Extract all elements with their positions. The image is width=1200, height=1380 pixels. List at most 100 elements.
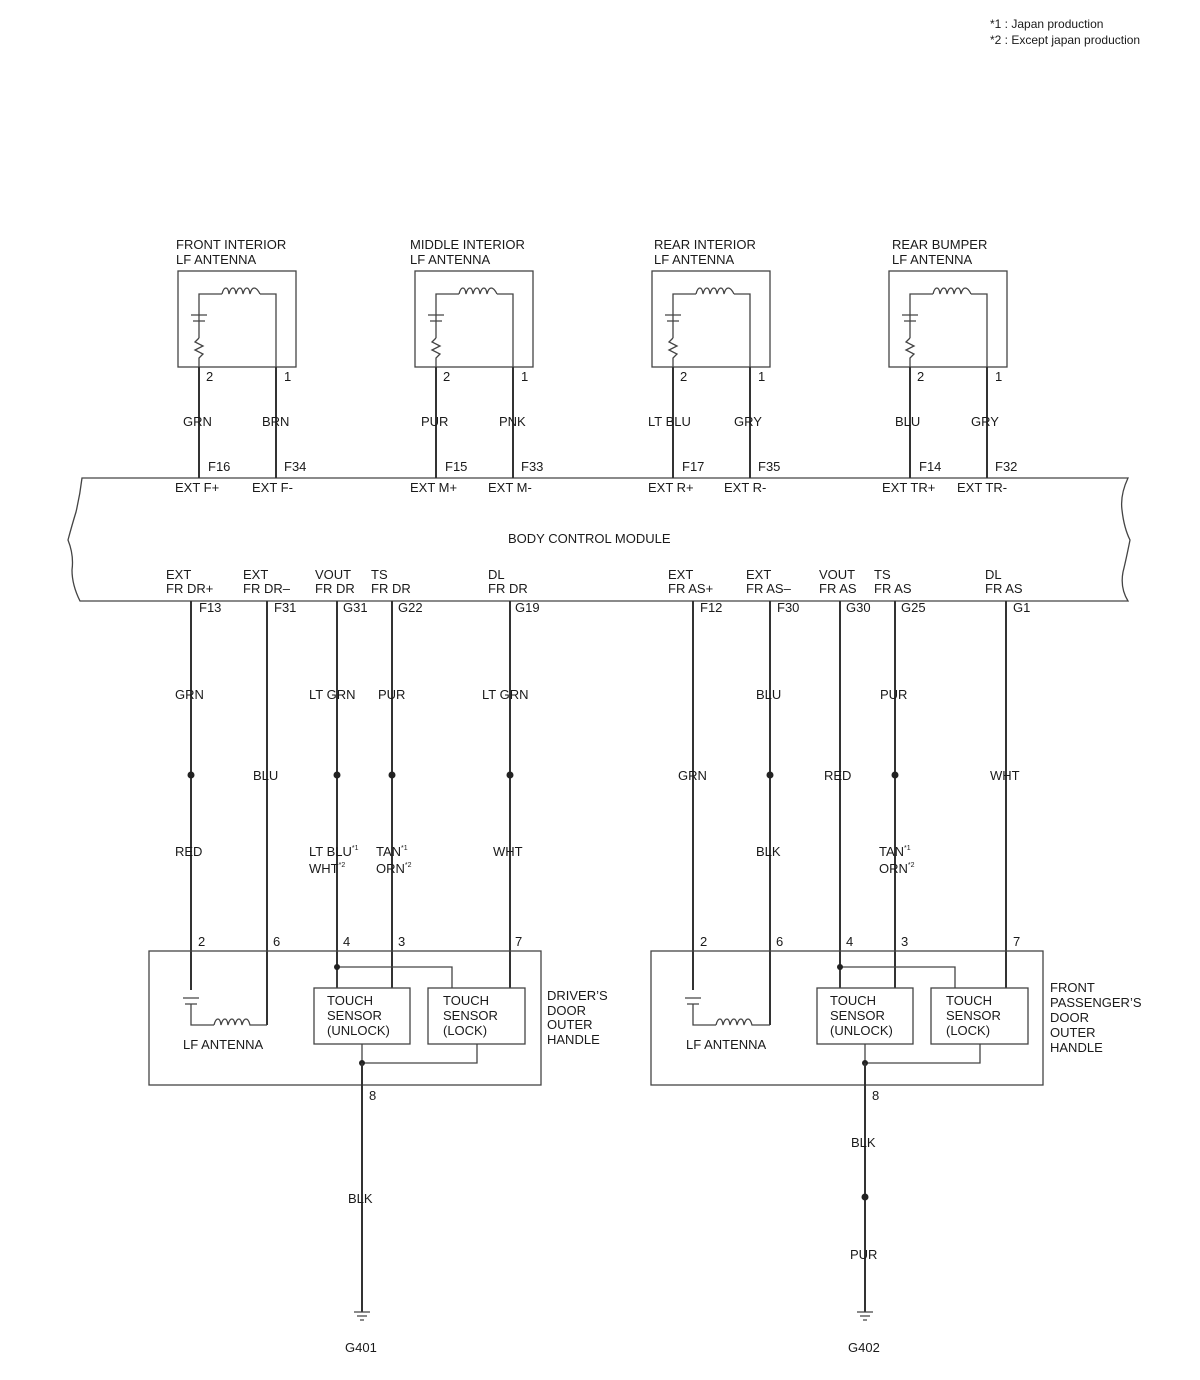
handle-title: HANDLE: [1050, 1040, 1103, 1055]
handle-title: OUTER: [547, 1017, 593, 1032]
ground-label: G401: [345, 1340, 377, 1355]
wire-color-label: WHT: [990, 768, 1020, 783]
handle-antenna-label: LF ANTENNA: [183, 1037, 264, 1052]
pin-label: 6: [273, 934, 280, 949]
wire-color-label: GRN: [175, 687, 204, 702]
pin-label: 4: [343, 934, 350, 949]
driver-door-circuit: EXT FR DR+ EXT FR DR– VOUT FR DR TS FR D…: [148, 567, 608, 1355]
resistor-icon: [904, 337, 916, 367]
capacitor-icon: [665, 314, 681, 322]
terminal-label: FR AS: [985, 581, 1023, 596]
terminal-label: FR DR: [315, 581, 355, 596]
sensor-label: SENSOR: [946, 1008, 1001, 1023]
connector-label: F32: [995, 459, 1017, 474]
connector-label: F34: [284, 459, 306, 474]
wire-color-label: LT BLU*1: [309, 844, 359, 859]
antenna-box: [888, 270, 1008, 368]
capacitor-icon: [191, 314, 207, 322]
production-notes: *1 : Japan production *2 : Except japan …: [990, 17, 1140, 47]
rear-interior-antenna: REAR INTERIOR LF ANTENNA 2 1 LT BLU GRY …: [648, 237, 780, 495]
touch-sensor-unlock: [816, 987, 914, 1045]
bcm-outline: [67, 477, 1131, 602]
wire-color-label: GRN: [183, 414, 212, 429]
antenna-box: [177, 270, 297, 368]
pin-label: 1: [521, 369, 528, 384]
sensor-label: TOUCH: [327, 993, 373, 1008]
terminal-label: FR AS: [874, 581, 912, 596]
bcm-title: BODY CONTROL MODULE: [508, 531, 671, 546]
coil-icon: [932, 287, 972, 295]
wire-color-label: BLK: [851, 1135, 876, 1150]
wire-color-label: PNK: [499, 414, 526, 429]
note-except-japan: *2 : Except japan production: [990, 33, 1140, 47]
wire-color-label: GRY: [734, 414, 762, 429]
connector-label: F12: [700, 600, 722, 615]
terminal-label: FR DR+: [166, 581, 213, 596]
handle-title: DOOR: [1050, 1010, 1089, 1025]
resistor-icon: [193, 337, 205, 367]
wire-color-label: RED: [175, 844, 202, 859]
rear-bumper-antenna: REAR BUMPER LF ANTENNA 2 1 BLU GRY F14 F…: [882, 237, 1017, 495]
connector-label: G25: [901, 600, 926, 615]
coil-icon: [695, 287, 735, 295]
junction-dot: [837, 964, 843, 970]
terminal-label: TS: [874, 567, 891, 582]
wire-color-label: LT GRN: [309, 687, 355, 702]
antenna-title: MIDDLE INTERIOR: [410, 237, 525, 252]
ground-icon: [857, 1311, 873, 1321]
antenna-title: REAR BUMPER: [892, 237, 987, 252]
pin-label: 7: [515, 934, 522, 949]
pin-label: 1: [995, 369, 1002, 384]
coil-icon: [715, 1018, 770, 1026]
connector-label: F31: [274, 600, 296, 615]
splice-dot: [187, 771, 195, 779]
terminal-label: EXT R+: [648, 480, 694, 495]
pin-label: 8: [872, 1088, 879, 1103]
terminal-label: EXT TR+: [882, 480, 935, 495]
connector-label: G30: [846, 600, 871, 615]
splice-dot: [766, 771, 774, 779]
pin-label: 3: [398, 934, 405, 949]
terminal-label: FR DR–: [243, 581, 291, 596]
wire-color-label: TAN*1: [879, 844, 911, 859]
handle-antenna-label: LF ANTENNA: [686, 1037, 767, 1052]
splice-dot: [333, 771, 341, 779]
sensor-label: TOUCH: [946, 993, 992, 1008]
wire-color-label: BLK: [756, 844, 781, 859]
handle-title: DRIVER’S: [547, 988, 608, 1003]
pin-label: 7: [1013, 934, 1020, 949]
sensor-label: (LOCK): [946, 1023, 990, 1038]
wire-color-label: PUR: [880, 687, 907, 702]
junction-dot: [334, 964, 340, 970]
capacitor-icon: [428, 314, 444, 322]
antenna-subtitle: LF ANTENNA: [654, 252, 735, 267]
wire-color-label: ORN*2: [376, 861, 412, 876]
connector-label: F33: [521, 459, 543, 474]
pin-label: 1: [758, 369, 765, 384]
body-control-module: BODY CONTROL MODULE: [67, 477, 1131, 602]
pin-label: 2: [680, 369, 687, 384]
wire-color-label: TAN*1: [376, 844, 408, 859]
connector-label: F15: [445, 459, 467, 474]
connector-label: G22: [398, 600, 423, 615]
sensor-label: TOUCH: [443, 993, 489, 1008]
sensor-label: (UNLOCK): [327, 1023, 390, 1038]
antenna-subtitle: LF ANTENNA: [892, 252, 973, 267]
pin-label: 1: [284, 369, 291, 384]
connector-label: G19: [515, 600, 540, 615]
connector-label: F13: [199, 600, 221, 615]
splice-dot: [506, 771, 514, 779]
touch-sensor-lock: [427, 987, 526, 1045]
antenna-box: [414, 270, 534, 368]
ground-label: G402: [848, 1340, 880, 1355]
capacitor-icon: [183, 997, 199, 1005]
wire-color-label: PUR: [378, 687, 405, 702]
connector-label: F16: [208, 459, 230, 474]
pin-label: 3: [901, 934, 908, 949]
terminal-label: EXT: [243, 567, 268, 582]
terminal-label: EXT M+: [410, 480, 457, 495]
front-interior-antenna: FRONT INTERIOR LF ANTENNA 2 1 GRN BRN F1…: [175, 237, 306, 495]
coil-icon: [221, 287, 261, 295]
pin-label: 6: [776, 934, 783, 949]
